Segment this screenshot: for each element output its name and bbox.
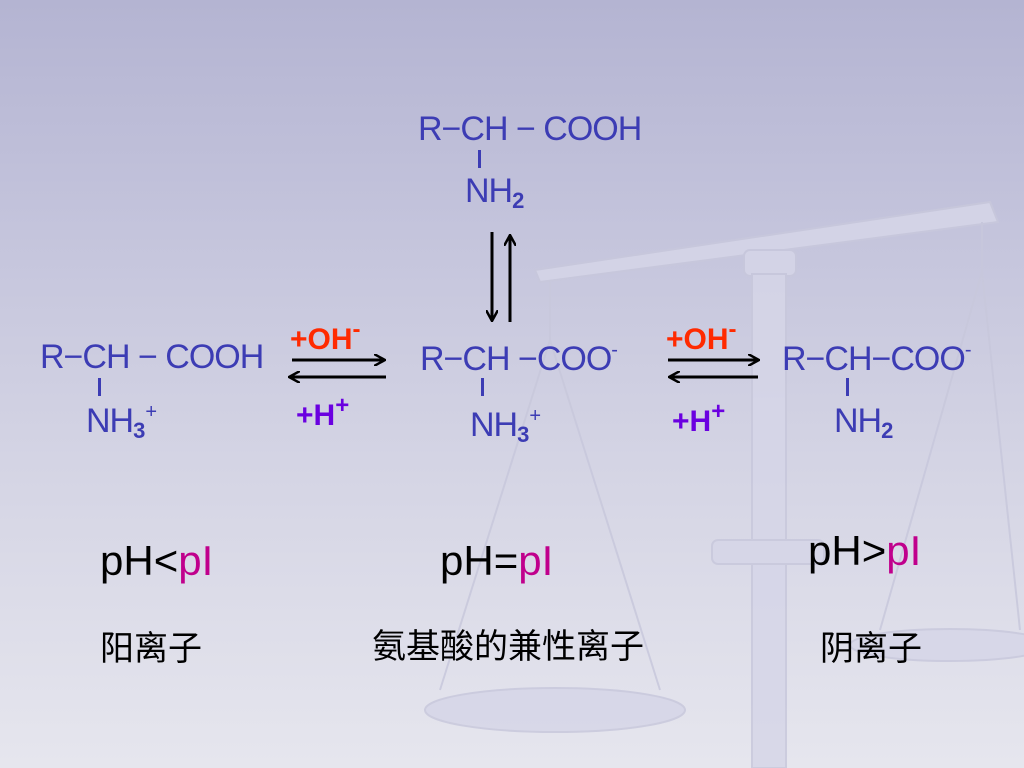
top-formula-line1: R−CH − COOH xyxy=(418,110,642,148)
right-bond-vertical xyxy=(846,378,849,396)
left-h-reagent: +H+ xyxy=(296,392,350,432)
right-oh-reagent: +OH- xyxy=(666,316,737,356)
top-bond-vertical xyxy=(478,150,481,168)
left-bond-vertical xyxy=(98,378,101,396)
middle-ion-label: 氨基酸的兼性离子 xyxy=(372,627,644,667)
right-h-reagent: +H+ xyxy=(672,398,726,438)
right-formula-line2: NH2 xyxy=(834,402,894,443)
left-ion-label: 阳离子 xyxy=(100,629,202,669)
right-ion-label: 阴离子 xyxy=(820,629,922,669)
left-oh-reagent: +OH- xyxy=(290,316,361,356)
right-formula-line1: R−CH−COO- xyxy=(782,339,972,378)
middle-formula-line1: R−CH −COO- xyxy=(420,339,618,378)
left-formula-line2: NH3+ xyxy=(86,401,158,443)
middle-ph-condition: pH=pI xyxy=(440,537,554,584)
left-ph-condition: pH<pI xyxy=(100,537,214,584)
middle-bond-vertical xyxy=(481,378,484,396)
right-ph-condition: pH>pI xyxy=(808,527,922,574)
middle-formula-line2: NH3+ xyxy=(470,405,542,447)
top-formula-line2: NH2 xyxy=(465,172,525,213)
left-formula-line1: R−CH − COOH xyxy=(40,338,264,376)
